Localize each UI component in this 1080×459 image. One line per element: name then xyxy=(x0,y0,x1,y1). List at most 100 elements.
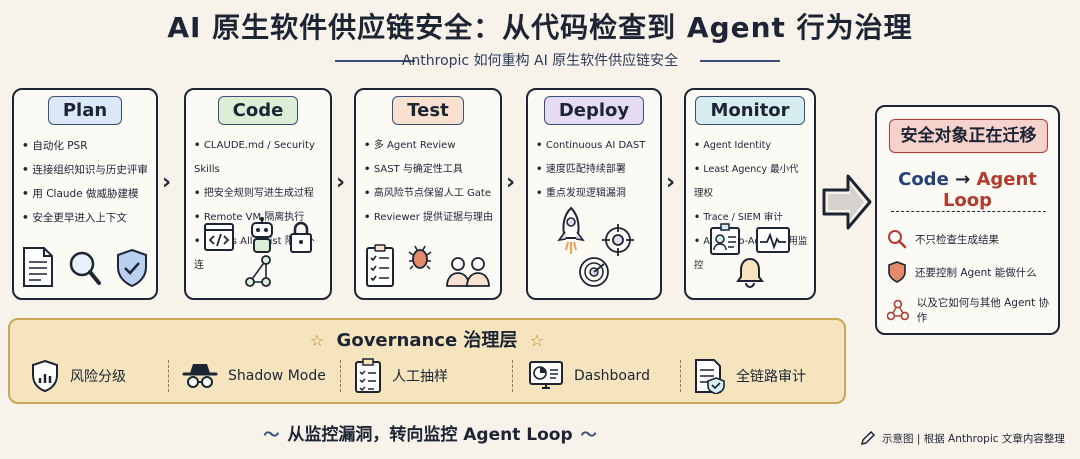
list-item: 速度匹配持续部署 xyxy=(536,158,654,182)
list-item: Trace / SIEM 审计 xyxy=(694,206,808,230)
star-icon: ☆ xyxy=(529,331,545,350)
shield-chart-icon xyxy=(32,359,58,393)
subtitle-right-line xyxy=(700,60,780,62)
governance-layer: ☆ Governance 治理层 ☆ 风险分级 Shadow Mode 人工抽样… xyxy=(8,318,846,404)
stage-test-title: Test xyxy=(392,96,464,125)
stage-monitor-title: Monitor xyxy=(695,96,805,125)
divider xyxy=(168,360,169,392)
pulse-monitor-icon xyxy=(755,227,790,253)
divider xyxy=(340,360,341,392)
stage-deploy-title: Deploy xyxy=(543,96,645,125)
radar-icon xyxy=(579,257,609,287)
list-item: CLAUDE.md / Security Skills xyxy=(194,134,324,182)
subtitle-left-line xyxy=(335,60,415,62)
stage-deploy-list: Continuous AI DAST 速度匹配持续部署 重点发现逻辑漏洞 xyxy=(536,134,654,206)
people-icon xyxy=(446,257,490,287)
checklist-icon xyxy=(355,358,381,393)
governance-item-label: Shadow Mode xyxy=(228,368,326,384)
subtitle: Anthropic 如何重构 AI 原生软件供应链安全 xyxy=(401,53,679,69)
stage-code: Code CLAUDE.md / Security Skills 把安全规则写进… xyxy=(184,88,332,300)
footnote: 示意图 | 根据 Anthropic 文章内容整理 xyxy=(860,430,1065,446)
stage-monitor: Monitor Agent Identity Least Agency 最小代理… xyxy=(684,88,816,300)
stage-plan-icons xyxy=(14,246,156,288)
list-item: 高风险节点保留人工 Gate xyxy=(364,182,494,206)
governance-item: 全链路审计 xyxy=(694,354,806,398)
governance-item: 人工抽样 xyxy=(354,354,448,398)
migration-point: 还要控制 Agent 能做什么 xyxy=(887,261,1037,283)
list-item: 重点发现逻辑漏洞 xyxy=(536,182,654,206)
list-item: 安全更早进入上下文 xyxy=(22,206,150,230)
migration-to: Agent Loop xyxy=(942,169,1037,211)
flow-arrow-icon: › xyxy=(336,170,346,195)
spy-hat-icon xyxy=(182,364,218,388)
governance-item: Shadow Mode xyxy=(182,354,326,398)
migration-panel: 安全对象正在迁移 Code → Agent Loop 不只检查生成结果 还要控制… xyxy=(875,105,1060,335)
shield-check-icon xyxy=(117,248,148,288)
governance-item-label: 风险分级 xyxy=(70,369,126,385)
migration-point-text: 不只检查生成结果 xyxy=(915,233,999,246)
list-item: 连接组织知识与历史评审 xyxy=(22,158,150,182)
stage-plan-list: 自动化 PSR 连接组织知识与历史评审 用 Claude 做威胁建模 安全更早进… xyxy=(22,134,150,230)
wave-icon: 〜 xyxy=(263,425,280,444)
stage-test-list: 多 Agent Review SAST 与确定性工具 高风险节点保留人工 Gat… xyxy=(364,134,494,230)
governance-item: 风险分级 xyxy=(30,354,126,398)
list-item: Continuous AI DAST xyxy=(536,134,654,158)
governance-item: Dashboard xyxy=(528,354,650,398)
migration-point-text: 以及它如何与其他 Agent 协作 xyxy=(916,297,1050,324)
divider xyxy=(512,360,513,392)
dashboard-monitor-icon xyxy=(529,361,563,389)
migration-point-text: 还要控制 Agent 能做什么 xyxy=(915,266,1037,279)
lock-icon xyxy=(290,221,313,253)
list-item: Remote VM 隔离执行 xyxy=(194,206,324,230)
robot-icon xyxy=(251,217,273,253)
bottom-slogan-text: 从监控漏洞，转向监控 Agent Loop xyxy=(287,425,573,445)
list-item: 自动化 PSR xyxy=(22,134,150,158)
governance-header: ☆ Governance 治理层 ☆ xyxy=(10,326,844,352)
migration-point: 以及它如何与其他 Agent 协作 xyxy=(887,295,1058,325)
pencil-icon xyxy=(860,430,876,446)
divider xyxy=(680,360,681,392)
divider xyxy=(891,211,1046,212)
document-icon xyxy=(22,247,53,287)
governance-item-label: 全链路审计 xyxy=(736,369,806,385)
audit-document-icon xyxy=(695,359,725,394)
governance-item-label: Dashboard xyxy=(574,368,650,384)
bottom-slogan: 〜从监控漏洞，转向监控 Agent Loop 〜 xyxy=(0,420,860,445)
magnifier-icon xyxy=(69,251,101,285)
list-item: SAST 与确定性工具 xyxy=(364,158,494,182)
big-right-arrow-icon xyxy=(822,174,872,230)
flow-arrow-icon: › xyxy=(162,170,172,195)
migration-from: Code xyxy=(898,169,949,190)
bug-icon xyxy=(408,245,432,270)
list-item: Agent-to-Agent 调用监控 xyxy=(694,230,808,278)
stage-code-title: Code xyxy=(217,96,299,125)
network-nodes-icon xyxy=(245,255,271,287)
stage-deploy: Deploy Continuous AI DAST 速度匹配持续部署 重点发现逻… xyxy=(526,88,662,300)
stage-plan-title: Plan xyxy=(47,96,123,125)
list-item: Agent Identity xyxy=(694,134,808,158)
wave-icon: 〜 xyxy=(580,425,597,444)
stage-monitor-list: Agent Identity Least Agency 最小代理权 Trace … xyxy=(694,134,808,278)
bell-icon xyxy=(736,257,764,288)
list-item: Least Agency 最小代理权 xyxy=(694,158,808,206)
rocket-icon xyxy=(557,206,586,254)
governance-items: 风险分级 Shadow Mode 人工抽样 Dashboard 全链路审计 xyxy=(20,354,834,398)
flow-arrow-icon: › xyxy=(666,170,676,195)
subtitle-row: Anthropic 如何重构 AI 原生软件供应链安全 xyxy=(0,50,1080,70)
agent-network-icon xyxy=(887,299,909,321)
main-title: AI 原生软件供应链安全：从代码检查到 Agent 行为治理 xyxy=(167,11,913,44)
governance-item-label: 人工抽样 xyxy=(392,369,448,385)
list-item: Reviewer 提供证据与理由 xyxy=(364,206,494,230)
stage-deploy-icons xyxy=(528,206,660,288)
flow-arrow-icon: › xyxy=(506,170,516,195)
id-badge-icon xyxy=(710,223,741,255)
migration-arrow-icon: → xyxy=(955,169,971,190)
target-icon xyxy=(601,224,634,256)
code-window-icon xyxy=(203,223,234,251)
list-item: 把安全规则写进生成过程 xyxy=(194,182,324,206)
stage-code-icons xyxy=(186,216,330,288)
checklist-icon xyxy=(365,244,394,287)
stage-test: Test 多 Agent Review SAST 与确定性工具 高风险节点保留人… xyxy=(354,88,502,300)
shield-icon xyxy=(888,261,906,283)
governance-title: Governance 治理层 xyxy=(336,330,518,351)
